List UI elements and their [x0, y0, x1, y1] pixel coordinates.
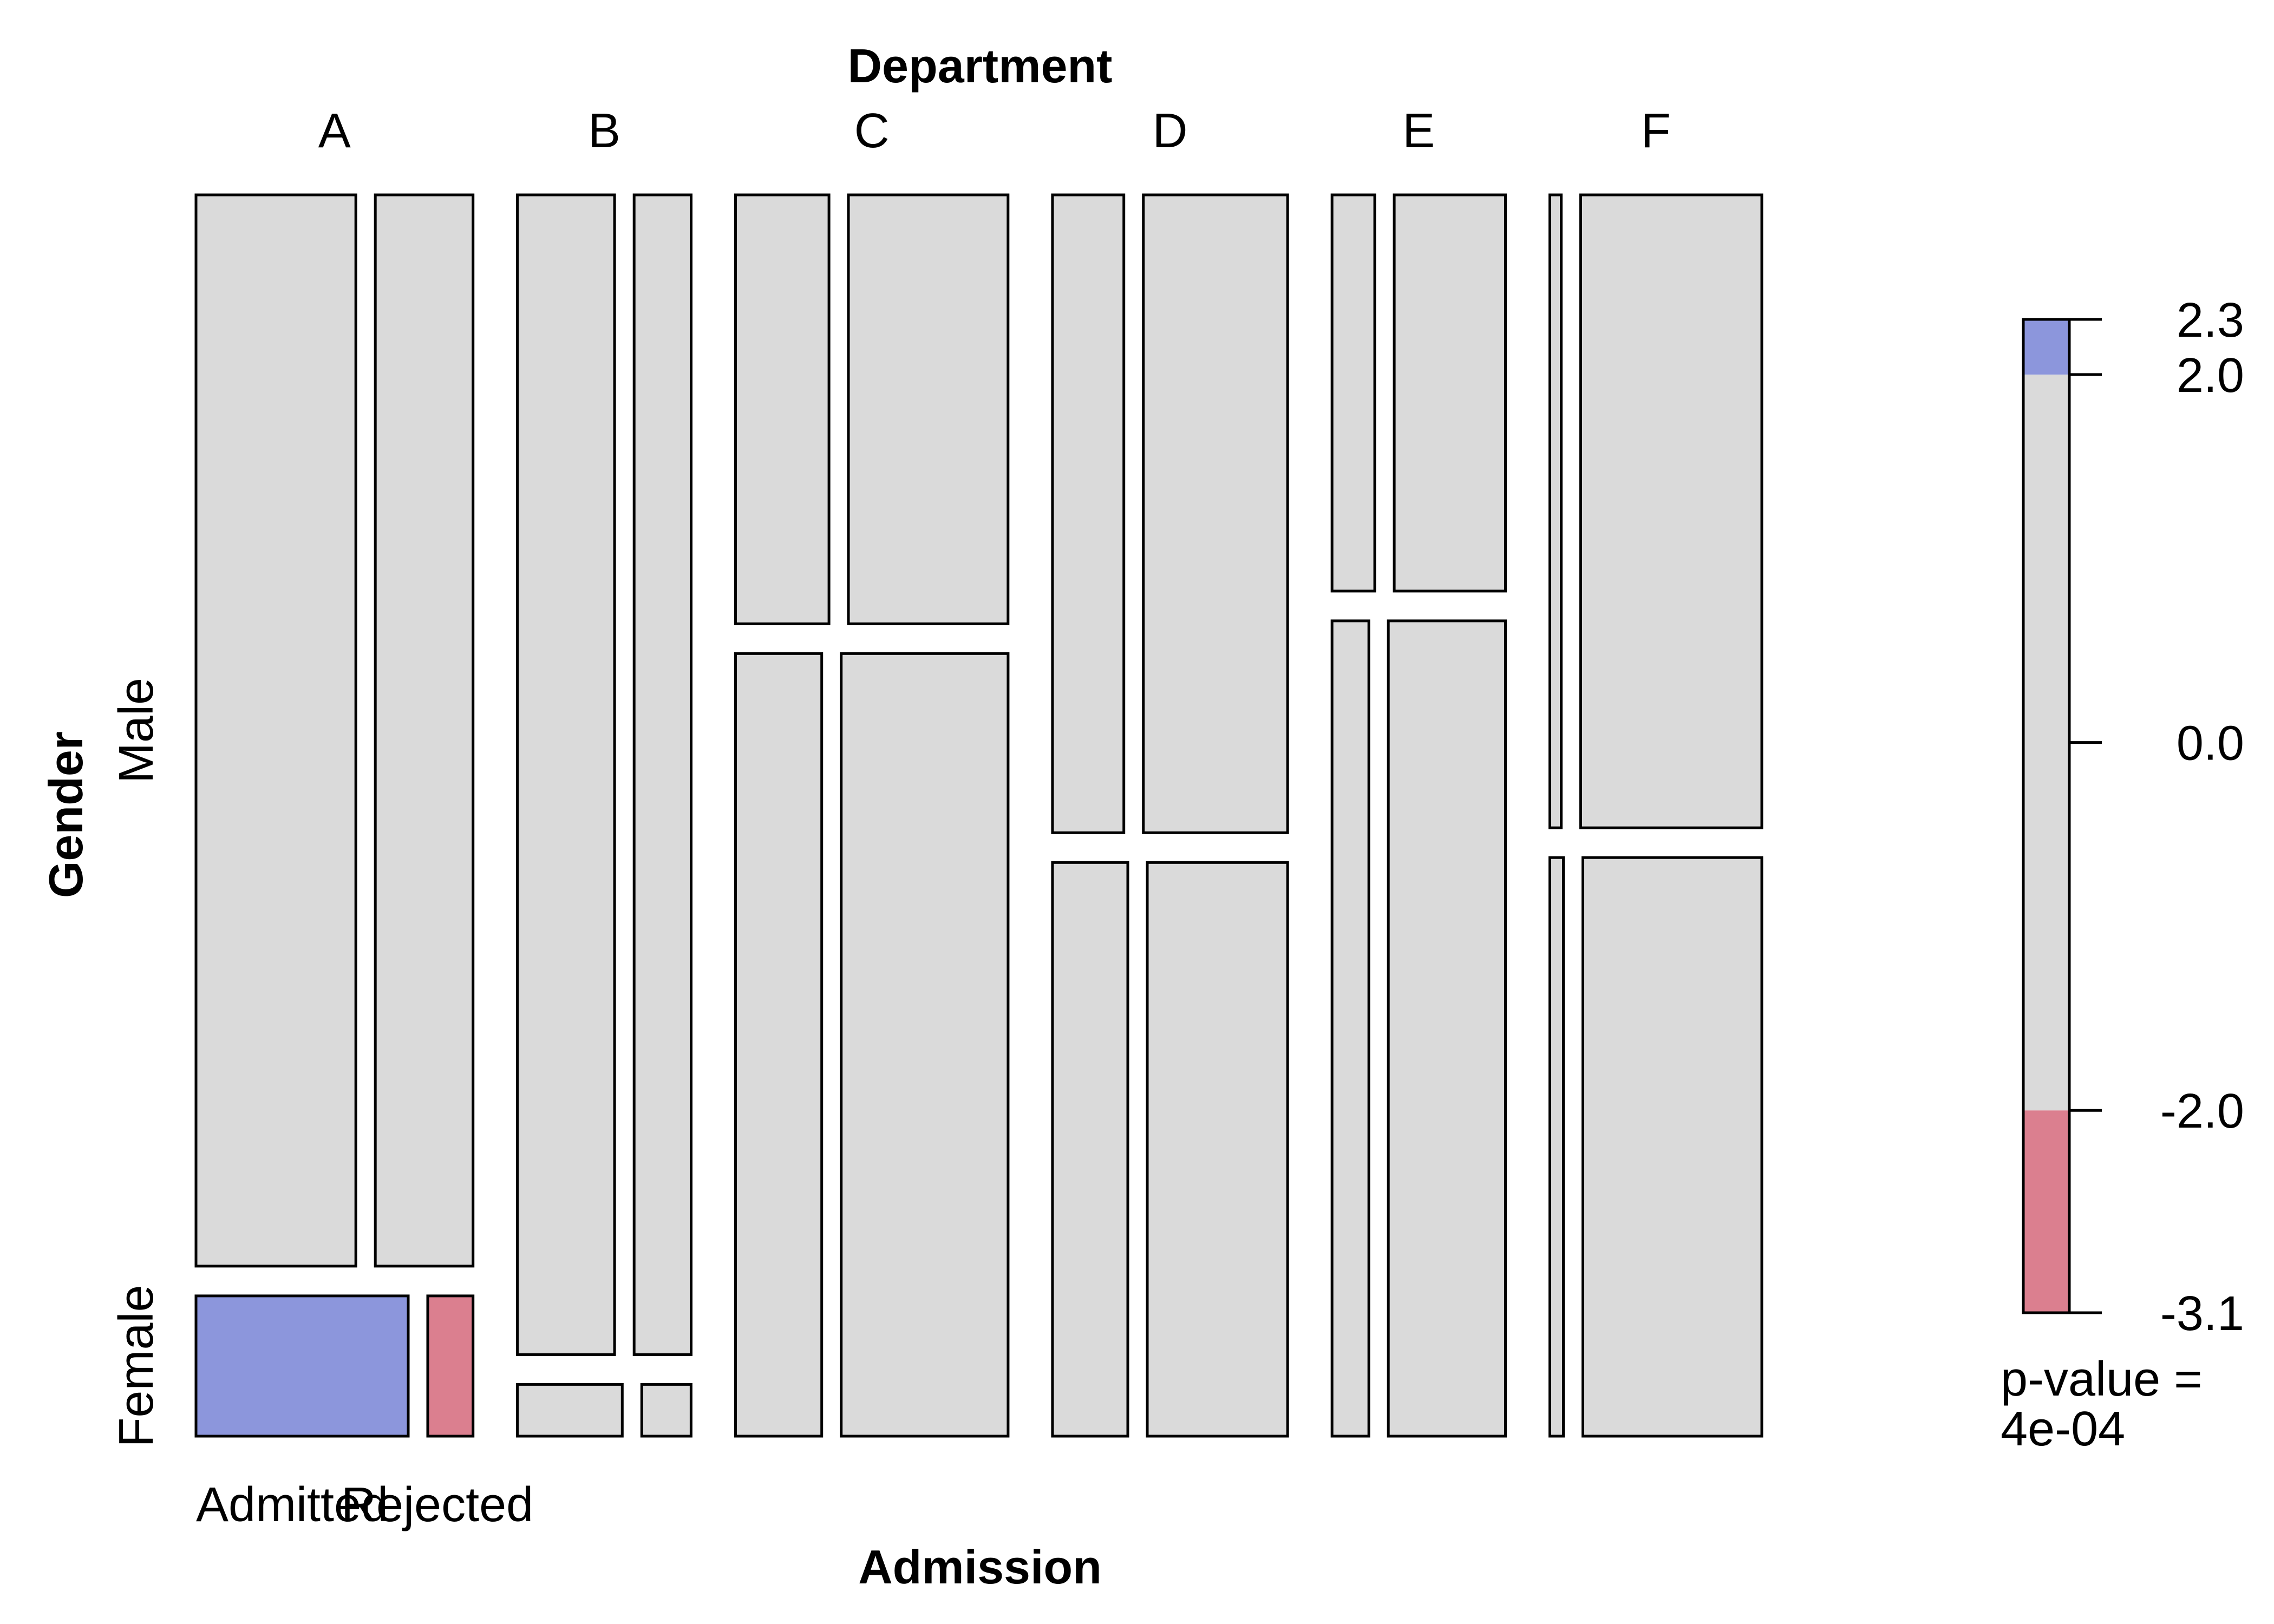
- legend-segment-positive: [2023, 319, 2069, 375]
- tile-b-female-admitted: [516, 1383, 624, 1438]
- tile-f-male-admitted: [1548, 193, 1563, 829]
- department-label-e: E: [1402, 104, 1435, 158]
- tile-d-male-admitted: [1051, 193, 1126, 834]
- tile-a-male-admitted: [194, 193, 357, 1268]
- legend-color-bar: [2022, 318, 2071, 1314]
- department-label-f: F: [1641, 104, 1671, 158]
- department-label-c: C: [854, 104, 890, 158]
- tile-c-male-rejected: [847, 193, 1010, 625]
- tile-b-male-rejected: [632, 193, 692, 1356]
- tile-c-female-admitted: [734, 652, 824, 1438]
- tile-a-female-admitted: [194, 1294, 410, 1438]
- left-axis-title: Gender: [39, 731, 93, 898]
- tile-d-male-rejected: [1142, 193, 1289, 834]
- legend-pvalue-line2: 4e-04: [2001, 1402, 2125, 1456]
- residual-legend: -3.1 -2.0 0.0 2.02.3 p-value = 4e-04: [2001, 293, 2244, 1456]
- tile-c-female-rejected: [840, 652, 1010, 1438]
- admission-label-rejected: Rejected: [341, 1478, 533, 1532]
- department-label-d: D: [1153, 104, 1188, 158]
- legend-segment-negative: [2023, 1110, 2069, 1313]
- legend-ticks: -3.1 -2.0 0.0 2.02.3: [2069, 293, 2244, 1341]
- department-labels: A B C D E F: [318, 104, 1671, 158]
- tile-b-male-admitted: [516, 193, 616, 1356]
- tile-f-male-rejected: [1579, 193, 1763, 829]
- admission-label-admitted: Admitted: [196, 1478, 388, 1532]
- mosaic-tiles: [194, 193, 1763, 1438]
- legend-segment-neutral: [2023, 374, 2069, 1111]
- legend-tick-label: -3.1: [2160, 1287, 2244, 1341]
- top-axis-title: Department: [848, 39, 1113, 93]
- legend-tick-label: 2.3: [2177, 293, 2244, 348]
- legend-tick-label: -2.0: [2160, 1084, 2244, 1138]
- tile-d-female-rejected: [1146, 861, 1289, 1438]
- gender-label-male: Male: [109, 678, 164, 783]
- tile-f-female-rejected: [1582, 856, 1763, 1438]
- bottom-axis-title: Admission: [858, 1540, 1102, 1594]
- tile-e-male-admitted: [1330, 193, 1376, 593]
- department-label-a: A: [318, 104, 351, 158]
- department-label-b: B: [588, 104, 620, 158]
- legend-tick-label: 0.0: [2177, 717, 2244, 771]
- tile-e-male-rejected: [1393, 193, 1507, 593]
- tile-d-female-admitted: [1051, 861, 1129, 1438]
- legend-pvalue-line1: p-value =: [2001, 1352, 2203, 1406]
- legend-bar-outline: [2022, 318, 2071, 1314]
- tile-e-female-rejected: [1387, 619, 1507, 1438]
- gender-label-female: Female: [109, 1285, 164, 1447]
- tile-e-female-admitted: [1330, 619, 1370, 1438]
- legend-tick-label: 2.0: [2177, 349, 2244, 403]
- tile-b-female-rejected: [640, 1383, 692, 1438]
- tile-f-female-admitted: [1548, 856, 1565, 1438]
- tile-a-male-rejected: [374, 193, 475, 1268]
- tile-a-female-rejected: [426, 1294, 475, 1438]
- tile-c-male-admitted: [734, 193, 831, 625]
